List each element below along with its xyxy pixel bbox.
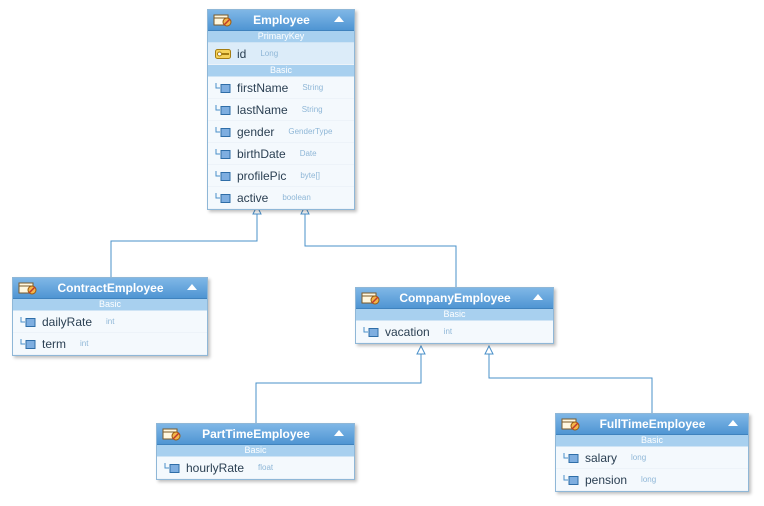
entity-icon bbox=[18, 281, 38, 295]
entity-title: CompanyEmployee bbox=[399, 291, 511, 305]
entity-icon bbox=[213, 13, 233, 27]
attribute-type: Long bbox=[260, 49, 279, 58]
attribute-icon bbox=[20, 338, 36, 350]
attribute-name: pension bbox=[585, 472, 628, 487]
section-header: Basic bbox=[556, 435, 748, 447]
attribute-type: String bbox=[302, 83, 324, 92]
section-header: Basic bbox=[356, 309, 553, 321]
section-header: PrimaryKey bbox=[208, 31, 354, 43]
attribute-name: dailyRate bbox=[42, 314, 93, 329]
attribute-row[interactable]: dailyRate int bbox=[13, 311, 207, 333]
attribute-name: firstName bbox=[237, 80, 289, 95]
attribute-icon bbox=[363, 326, 379, 338]
connector-company-employee bbox=[304, 214, 457, 287]
attribute-type: float bbox=[258, 463, 274, 472]
attribute-type: int bbox=[106, 317, 115, 326]
attribute-row[interactable]: active boolean bbox=[208, 187, 354, 209]
entity-title: FullTimeEmployee bbox=[599, 417, 706, 431]
key-icon bbox=[215, 48, 231, 60]
attribute-icon bbox=[215, 192, 231, 204]
entity-icon bbox=[561, 417, 581, 431]
attribute-type: int bbox=[443, 327, 453, 336]
collapse-arrow-icon[interactable] bbox=[533, 294, 543, 300]
connector-parttime-company bbox=[255, 354, 422, 423]
attribute-row[interactable]: pension long bbox=[556, 469, 748, 491]
attribute-icon bbox=[215, 82, 231, 94]
attribute-row[interactable]: lastName String bbox=[208, 99, 354, 121]
attribute-icon bbox=[20, 316, 36, 328]
inheritance-arrowhead bbox=[416, 344, 426, 355]
entity-header[interactable]: Employee bbox=[208, 10, 354, 31]
inheritance-arrowhead bbox=[300, 204, 310, 215]
attribute-icon bbox=[215, 148, 231, 160]
collapse-arrow-icon[interactable] bbox=[187, 284, 197, 290]
attribute-row[interactable]: birthDate Date bbox=[208, 143, 354, 165]
attribute-type: GenderType bbox=[288, 127, 333, 136]
attribute-icon bbox=[215, 170, 231, 182]
entity-title: PartTimeEmployee bbox=[202, 427, 310, 441]
attribute-name: birthDate bbox=[237, 146, 286, 161]
attribute-type: boolean bbox=[282, 193, 311, 202]
entity-header[interactable]: PartTimeEmployee bbox=[157, 424, 354, 445]
connector-contract-employee bbox=[110, 214, 258, 277]
inheritance-arrowhead bbox=[484, 344, 494, 355]
attribute-type: Date bbox=[299, 149, 317, 158]
attribute-name: active bbox=[237, 190, 269, 205]
entity-icon bbox=[361, 291, 381, 305]
attribute-name: vacation bbox=[385, 324, 430, 339]
attribute-row[interactable]: profilePic byte[] bbox=[208, 165, 354, 187]
attribute-name: lastName bbox=[237, 102, 288, 117]
collapse-arrow-icon[interactable] bbox=[334, 16, 344, 22]
attribute-name: salary bbox=[585, 450, 618, 465]
attribute-row[interactable]: salary long bbox=[556, 447, 748, 469]
attribute-row[interactable]: vacation int bbox=[356, 321, 553, 343]
entity-header[interactable]: CompanyEmployee bbox=[356, 288, 553, 309]
attribute-name: profilePic bbox=[237, 168, 287, 183]
attribute-type: long bbox=[631, 453, 647, 462]
attribute-name: gender bbox=[237, 124, 275, 139]
attribute-row[interactable]: firstName String bbox=[208, 77, 354, 99]
attribute-icon bbox=[215, 126, 231, 138]
attribute-row[interactable]: id Long bbox=[208, 43, 354, 65]
attribute-name: term bbox=[42, 336, 66, 351]
attribute-name: id bbox=[237, 46, 247, 61]
attribute-type: String bbox=[301, 105, 323, 114]
connector-fulltime-company bbox=[488, 354, 653, 413]
attribute-icon bbox=[215, 104, 231, 116]
attribute-icon bbox=[563, 452, 579, 464]
attribute-row[interactable]: gender GenderType bbox=[208, 121, 354, 143]
section-header: Basic bbox=[157, 445, 354, 457]
attribute-type: int bbox=[80, 339, 89, 348]
attribute-row[interactable]: hourlyRate float bbox=[157, 457, 354, 479]
entity-title: Employee bbox=[253, 13, 310, 27]
attribute-type: long bbox=[641, 475, 657, 484]
collapse-arrow-icon[interactable] bbox=[334, 430, 344, 436]
section-header: Basic bbox=[13, 299, 207, 311]
collapse-arrow-icon[interactable] bbox=[728, 420, 738, 426]
attribute-icon bbox=[164, 462, 180, 474]
inheritance-arrowhead bbox=[252, 204, 262, 215]
attribute-row[interactable]: term int bbox=[13, 333, 207, 355]
attribute-icon bbox=[563, 474, 579, 486]
entity-header[interactable]: FullTimeEmployee bbox=[556, 414, 748, 435]
attribute-name: hourlyRate bbox=[186, 460, 245, 475]
entity-title: ContractEmployee bbox=[57, 281, 164, 295]
entity-header[interactable]: ContractEmployee bbox=[13, 278, 207, 299]
attribute-type: byte[] bbox=[300, 171, 320, 180]
section-header: Basic bbox=[208, 65, 354, 77]
entity-icon bbox=[162, 427, 182, 441]
